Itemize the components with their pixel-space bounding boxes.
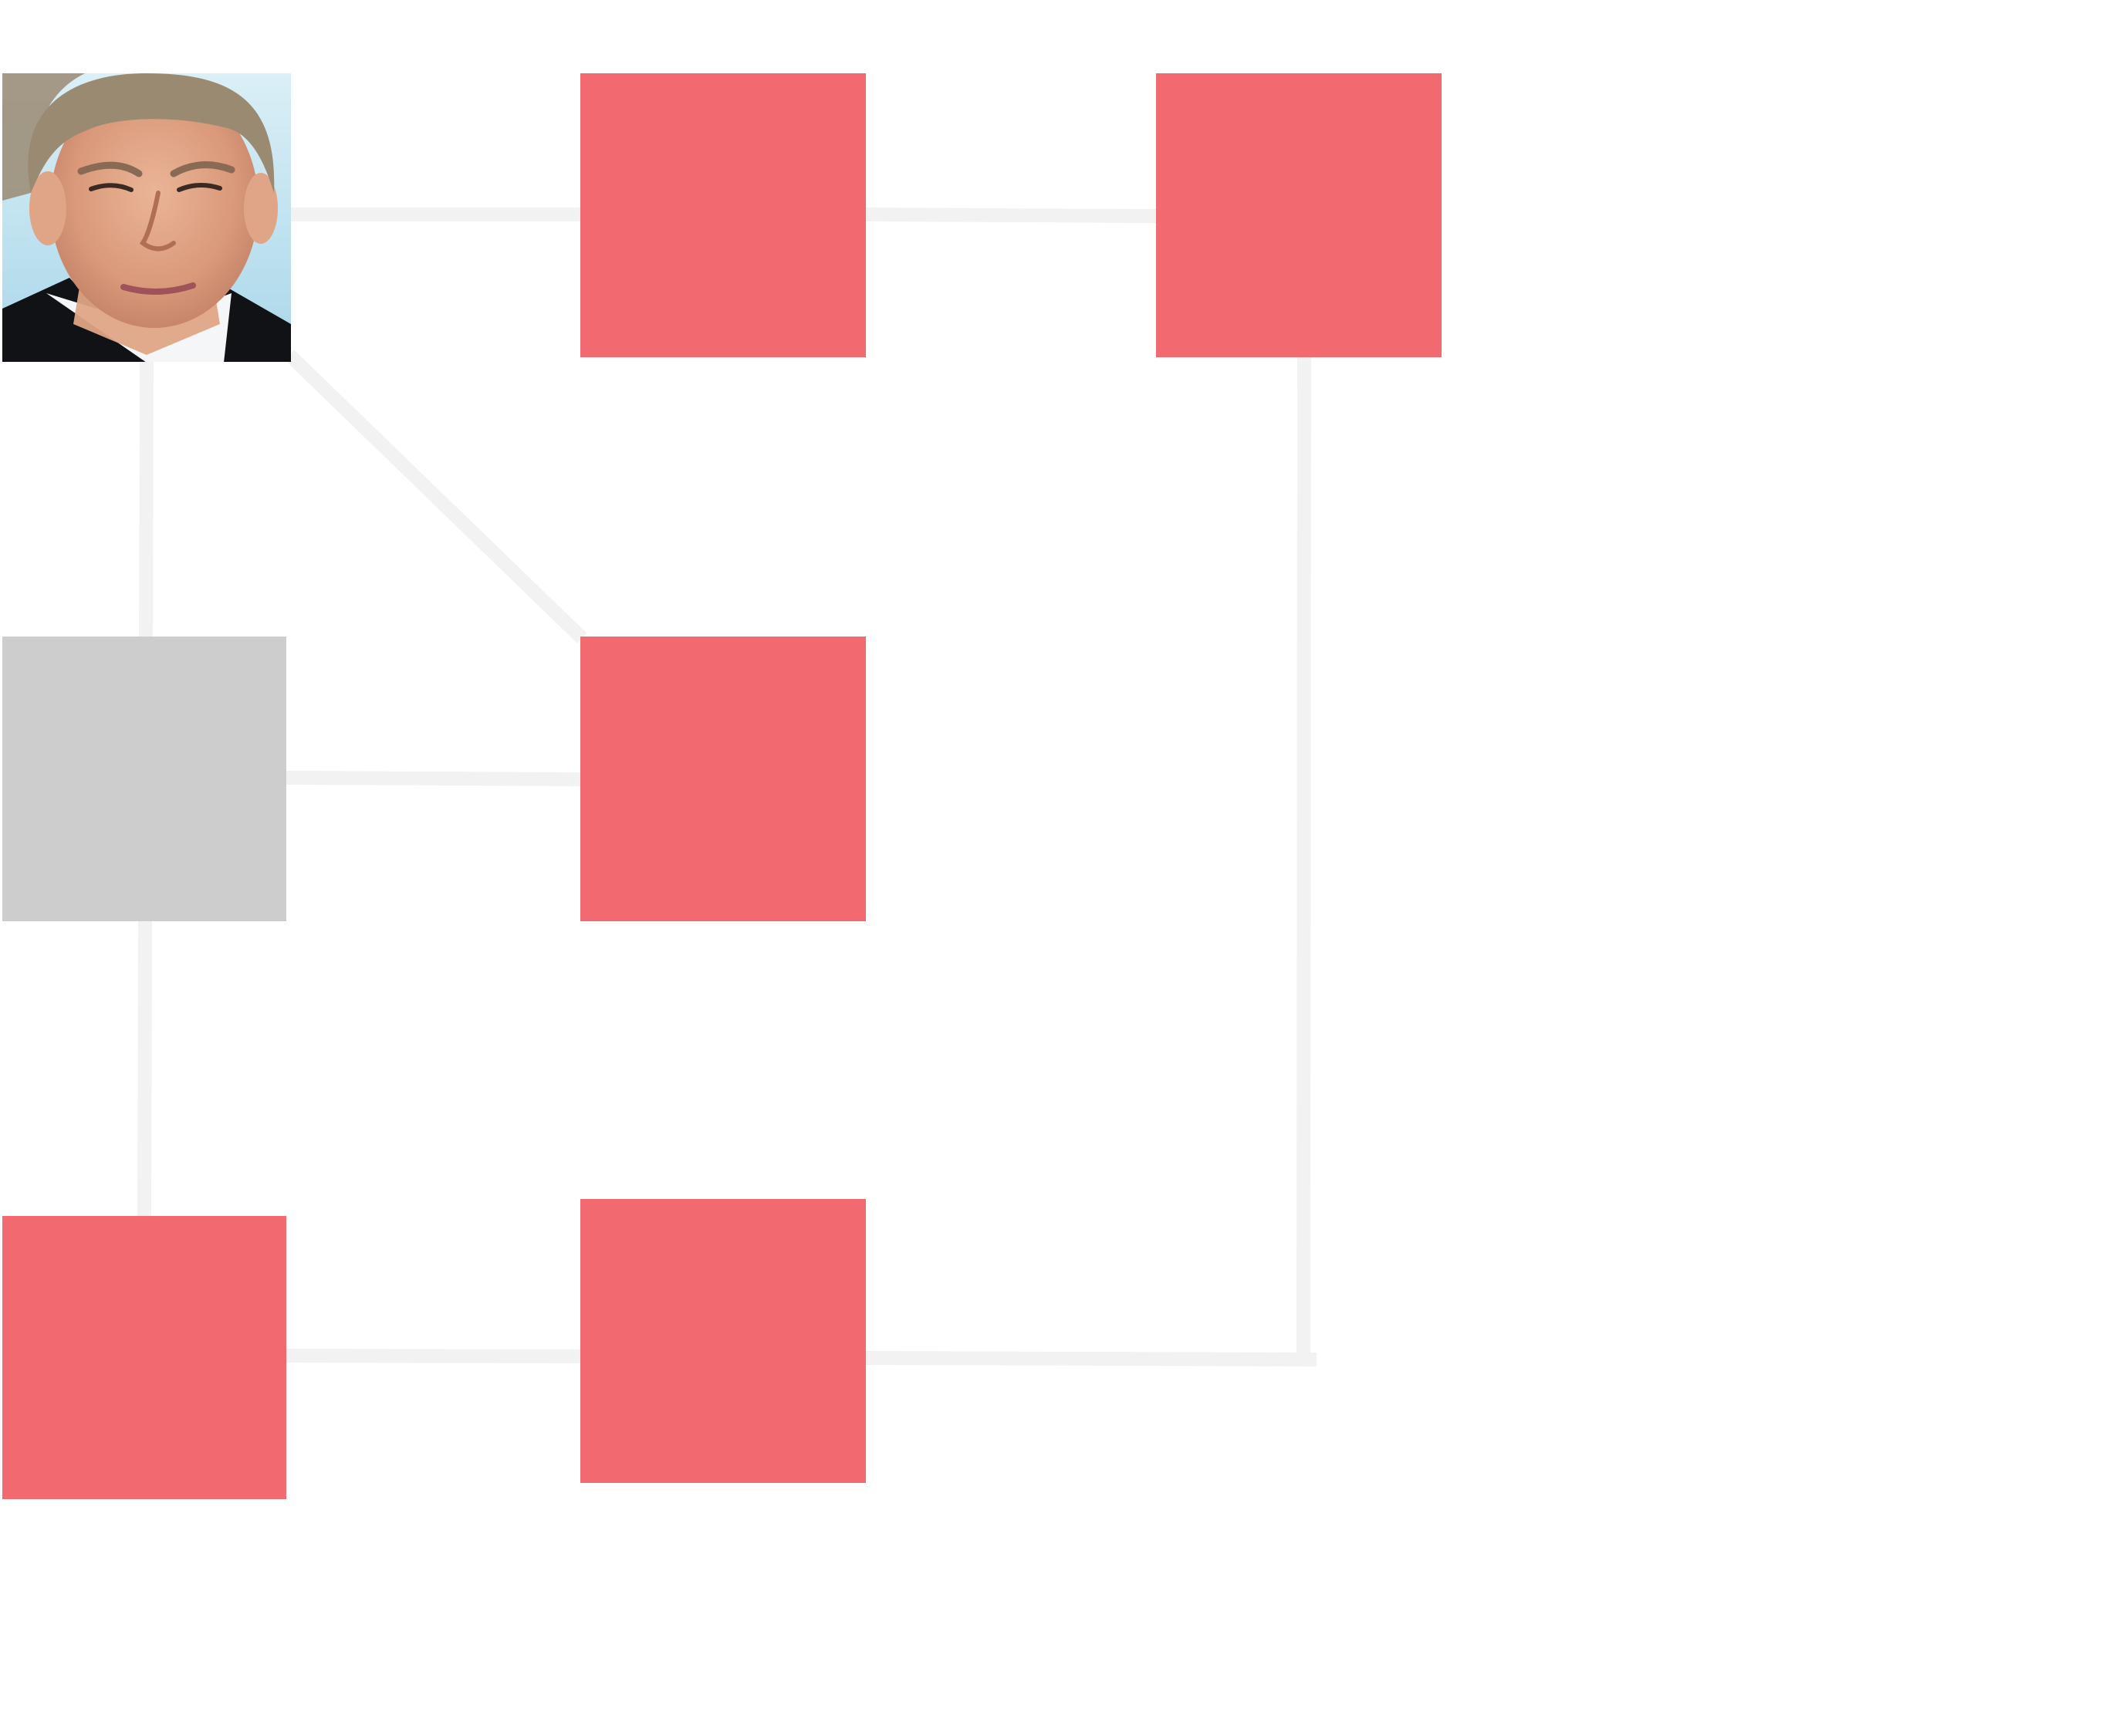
- node-bottom-left: [2, 1216, 286, 1499]
- node-top-middle: [580, 73, 866, 357]
- edge-top-middle-to-top-right: [865, 208, 1157, 223]
- edge-bottom-middle-to-top-right: [865, 356, 1317, 1366]
- node-portrait: [2, 73, 291, 362]
- node-center: [580, 637, 866, 921]
- edge-middle-left-to-center: [286, 771, 581, 786]
- node-bottom-middle: [580, 1199, 866, 1483]
- node-top-right: [1156, 73, 1442, 357]
- node-middle-left: [2, 637, 286, 921]
- portrait-photo-icon: [2, 73, 291, 362]
- edge-middle-left-to-bottom-left: [137, 920, 152, 1217]
- edge-portrait-to-center: [284, 350, 587, 643]
- connector-lines: [137, 208, 1317, 1366]
- edge-portrait-to-middle-left: [139, 361, 154, 637]
- diagram-nodes: [2, 73, 1442, 1499]
